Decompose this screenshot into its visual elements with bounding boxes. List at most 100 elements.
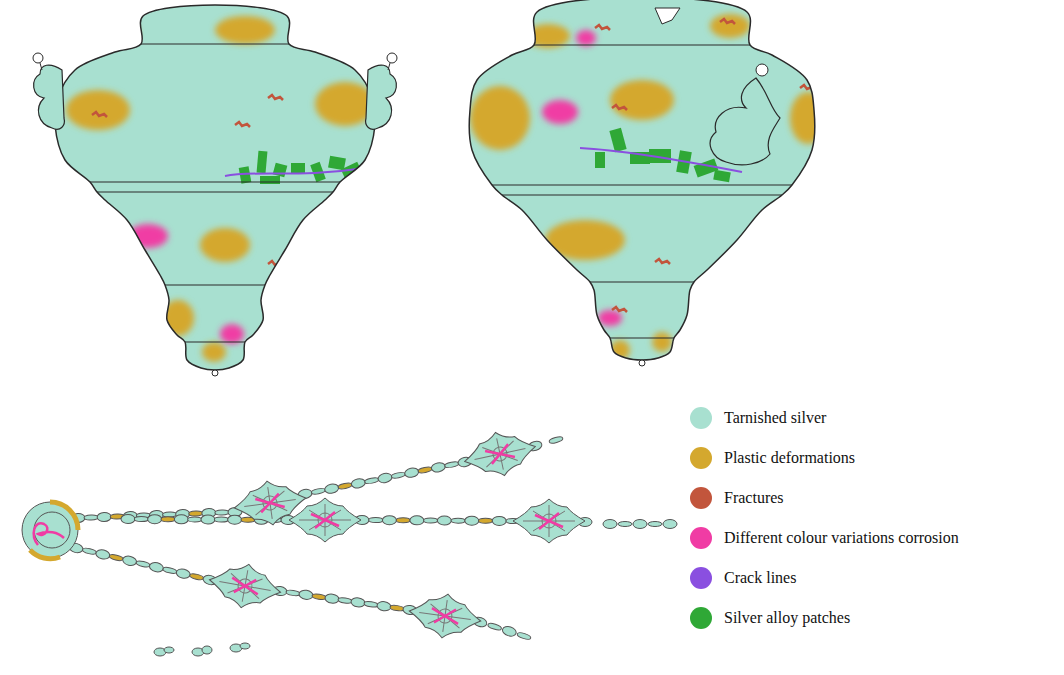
chain-link	[633, 520, 647, 529]
chain-link	[390, 605, 405, 612]
chain-link	[364, 477, 379, 485]
vessel-outline	[55, 5, 376, 370]
chain-link	[84, 515, 98, 521]
chain-link	[444, 461, 459, 469]
legend-entry: Plastic deformations	[688, 438, 959, 478]
ornament	[513, 499, 585, 543]
band-line	[185, 341, 245, 342]
chain-link	[148, 515, 162, 524]
chain-link	[487, 622, 502, 631]
fracture	[268, 95, 283, 100]
vessel-outline	[469, 0, 815, 360]
alloy-patch	[595, 152, 605, 168]
band-line	[534, 44, 750, 45]
alloy-patch	[273, 163, 288, 178]
band-line	[610, 337, 674, 338]
alloy-patch	[713, 170, 730, 183]
chain-link	[189, 573, 204, 581]
chain-link	[122, 555, 138, 567]
band-line	[492, 184, 792, 185]
condition-area	[66, 90, 130, 130]
chain-link	[174, 515, 188, 524]
suspension-disc	[22, 502, 78, 559]
chain-link	[286, 589, 301, 596]
legend-entry: Tarnished silver	[688, 398, 959, 438]
chain-link	[517, 631, 532, 640]
loose-link	[164, 647, 174, 653]
legend-entry: Different colour variations corrosion	[688, 518, 959, 558]
fracture	[720, 19, 735, 24]
chain-link	[424, 518, 438, 523]
chain-link	[603, 520, 617, 529]
chain-link	[338, 482, 353, 490]
chain-link	[109, 554, 124, 562]
chain-link	[214, 517, 228, 522]
incense-burner-view	[469, 0, 826, 366]
condition-area	[542, 100, 578, 124]
vessel-body	[469, 0, 815, 360]
legend: Tarnished silverPlastic deformationsFrac…	[688, 398, 959, 638]
fracture	[112, 19, 127, 24]
chain-link	[465, 516, 479, 525]
chain-link	[396, 518, 410, 523]
chain-link	[492, 516, 506, 525]
legend-text: Silver alloy patches	[724, 609, 850, 627]
ornament	[460, 425, 540, 483]
chain-link	[201, 515, 215, 524]
chain-link	[350, 597, 365, 608]
condition-area	[128, 224, 168, 248]
chain-link	[338, 597, 353, 604]
chain-link	[215, 510, 229, 516]
fracture	[655, 259, 670, 264]
chain-link	[136, 560, 151, 568]
legend-swatch	[688, 605, 714, 631]
legend-entry: Silver alloy patches	[688, 598, 959, 638]
chain-link	[97, 512, 111, 522]
legend-entry: Fractures	[688, 478, 959, 518]
condition-area	[545, 220, 625, 260]
swatch-dot	[690, 567, 712, 589]
alloy-patch	[291, 163, 305, 173]
condition-area	[598, 310, 622, 326]
swatch-dot	[690, 527, 712, 549]
finial-ring	[639, 360, 645, 366]
swatch-dot	[690, 447, 712, 469]
ornament	[406, 589, 483, 643]
chain-link	[121, 514, 135, 523]
condition-area	[576, 30, 596, 46]
chain-link	[618, 522, 632, 527]
loose-link	[202, 646, 212, 654]
chain-link	[189, 511, 203, 517]
legend-swatch	[688, 405, 714, 431]
fracture	[612, 105, 627, 110]
chain-link	[376, 601, 391, 612]
legend-text: Tarnished silver	[724, 409, 826, 427]
legend-swatch	[688, 485, 714, 511]
condition-area	[220, 324, 244, 344]
chain-link	[298, 589, 313, 600]
alloy-patch	[260, 176, 280, 184]
chain-link	[162, 566, 177, 574]
condition-area	[710, 14, 750, 38]
legend-text: Fractures	[724, 489, 784, 507]
crack-line	[225, 168, 365, 176]
fracture	[612, 307, 627, 312]
chain-link	[161, 517, 175, 522]
legend-text: Crack lines	[724, 569, 796, 587]
chain-link	[228, 515, 242, 524]
legend-swatch	[688, 565, 714, 591]
chain-link	[451, 518, 465, 523]
ornament	[289, 498, 361, 542]
swatch-dot	[690, 607, 712, 629]
condition-area	[790, 92, 826, 144]
chain-link	[391, 472, 406, 480]
legend-swatch	[688, 445, 714, 471]
band-line	[502, 194, 782, 195]
chain-link	[501, 625, 517, 638]
chain-link	[410, 516, 424, 525]
chain-link	[324, 483, 339, 495]
chain-link	[312, 593, 327, 600]
handle	[33, 53, 64, 129]
finial-ring	[212, 370, 218, 376]
